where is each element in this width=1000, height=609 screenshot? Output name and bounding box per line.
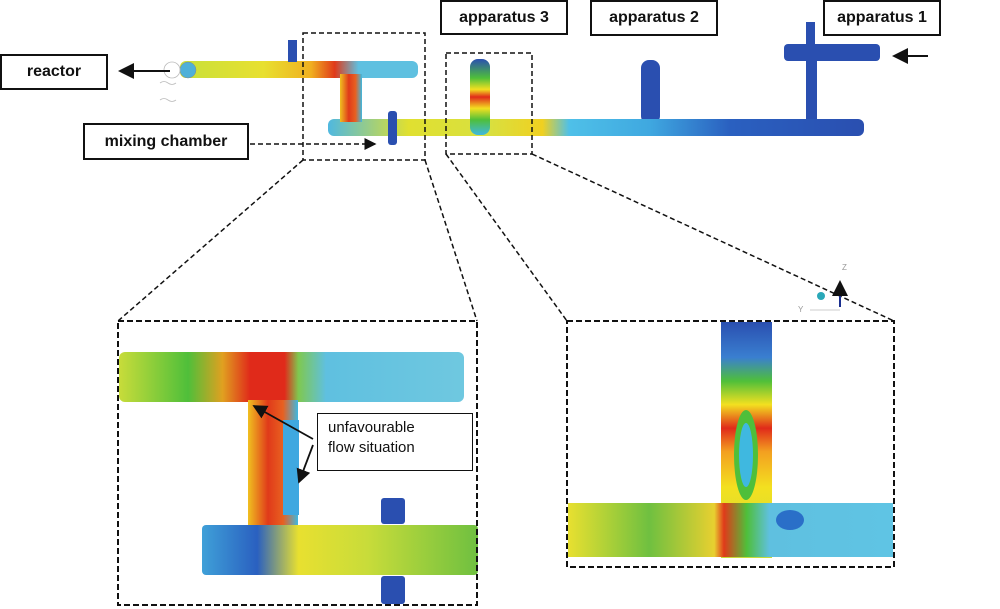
zoom-frame-2 xyxy=(566,320,895,568)
apparatus-1-label: apparatus 1 xyxy=(823,0,941,36)
callout-line-1: unfavourable xyxy=(328,419,415,436)
zoom-lines xyxy=(117,153,895,322)
mixing-chamber-flange xyxy=(388,111,397,145)
reactor-sketch xyxy=(159,61,181,102)
apparatus-2-label: apparatus 2 xyxy=(590,0,718,36)
apparatus-3-label: apparatus 3 xyxy=(440,0,568,35)
apparatus-3-riser xyxy=(470,59,490,135)
axis-z-label: Z xyxy=(842,263,847,272)
unfavourable-flow-callout: unfavourable flow situation xyxy=(317,413,473,471)
apparatus-1-pipework xyxy=(784,22,880,124)
callout-arrow-1 xyxy=(252,405,314,440)
selection-box-mixing xyxy=(302,32,426,161)
axis-y-label: Y xyxy=(798,305,804,314)
reactor-label: reactor xyxy=(0,54,108,90)
main-pipe xyxy=(328,119,864,136)
selection-box-apparatus-3 xyxy=(445,52,533,155)
callout-arrow-2 xyxy=(296,444,314,484)
mixing-chamber-label: mixing chamber xyxy=(83,123,249,160)
apparatus-2-riser xyxy=(641,60,660,124)
downcomer-pipe xyxy=(340,74,362,122)
zoom-apparatus-3 xyxy=(568,322,893,558)
callout-line-2: flow situation xyxy=(328,439,415,456)
zoom-frame-1 xyxy=(117,320,478,606)
zoom-mixing-chamber xyxy=(119,352,478,604)
axis-triad: Z Y xyxy=(798,263,848,314)
reactor-feed-pipe xyxy=(180,61,418,78)
